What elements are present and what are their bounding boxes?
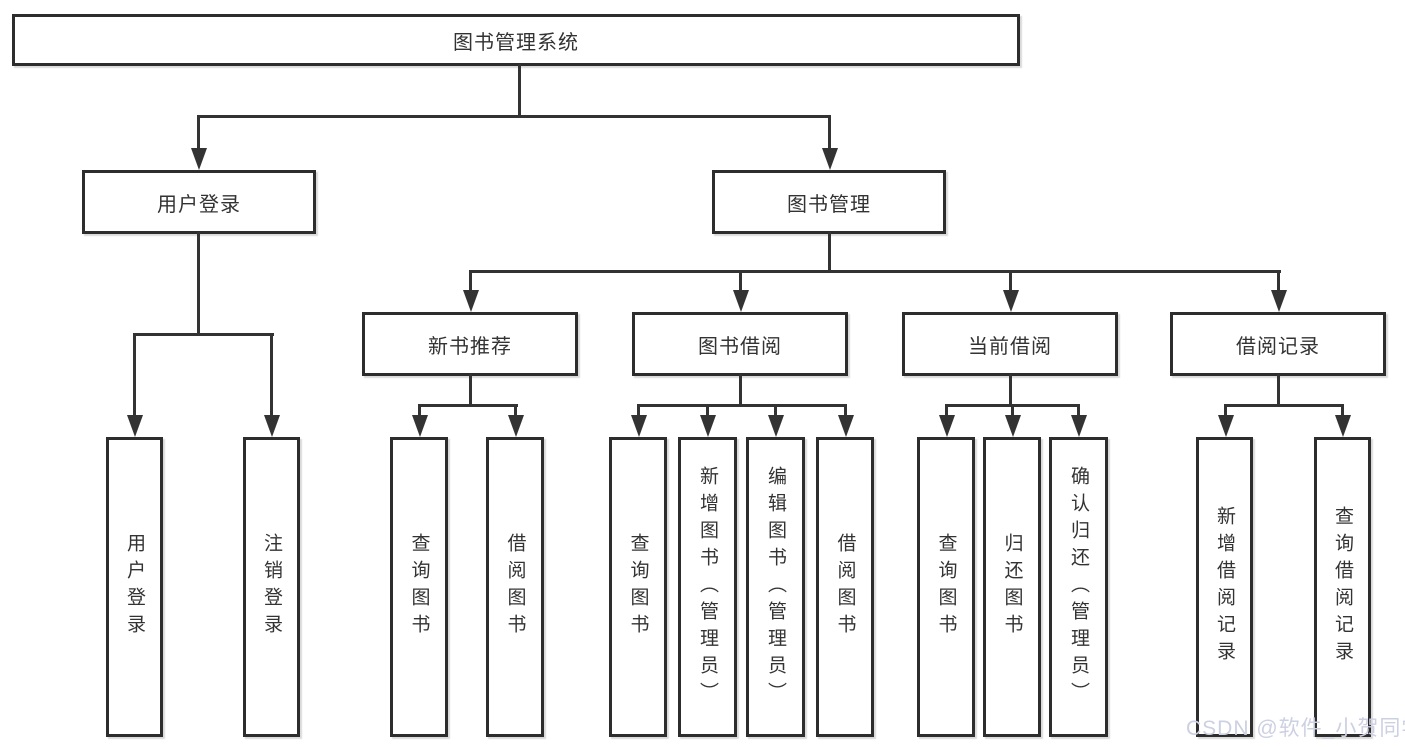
- connector-stem: [1011, 404, 1014, 417]
- node-root: 图书管理系统: [12, 14, 1020, 66]
- leaf-logout: 注销登录: [243, 437, 300, 737]
- arrowhead-down-icon: [1218, 415, 1234, 437]
- connector-stem: [1277, 270, 1280, 292]
- connector-hbar: [1224, 404, 1344, 407]
- arrowhead-down-icon: [127, 415, 143, 437]
- connector-stem: [197, 115, 200, 152]
- connector-stem: [844, 404, 847, 417]
- arrowhead-down-icon: [700, 415, 716, 437]
- arrowhead-down-icon: [822, 148, 838, 170]
- connector-root-vline: [518, 64, 521, 118]
- arrowhead-down-icon: [191, 148, 207, 170]
- connector-vline: [739, 374, 742, 407]
- arrowhead-down-icon: [1005, 415, 1021, 437]
- connector-stem: [637, 404, 640, 417]
- connector-book-mgmt-vline: [828, 232, 831, 273]
- leaf-return-books: 归还图书: [983, 437, 1041, 737]
- connector-book-mgmt-hbar: [469, 270, 1281, 273]
- connector-stem: [133, 333, 136, 417]
- arrowhead-down-icon: [412, 415, 428, 437]
- leaf-query-borrow-record: 查询借阅记录: [1314, 437, 1371, 737]
- connector-vline: [1277, 374, 1280, 407]
- connector-stem: [1224, 404, 1227, 417]
- connector-stem: [270, 333, 273, 417]
- connector-user-login-hbar: [133, 333, 274, 336]
- connector-vline: [469, 374, 472, 407]
- leaf-query-books-current: 查询图书: [917, 437, 975, 737]
- node-book-management: 图书管理: [712, 170, 946, 234]
- connector-vline: [1009, 374, 1012, 407]
- arrowhead-down-icon: [463, 290, 479, 312]
- node-book-borrowing: 图书借阅: [632, 312, 848, 376]
- connector-stem: [418, 404, 421, 417]
- connector-stem: [739, 270, 742, 292]
- arrowhead-down-icon: [1071, 415, 1087, 437]
- node-current-borrowing: 当前借阅: [902, 312, 1118, 376]
- connector-stem: [1077, 404, 1080, 417]
- arrowhead-down-icon: [264, 415, 280, 437]
- node-new-book-recommend: 新书推荐: [362, 312, 578, 376]
- leaf-edit-book-admin: 编辑图书（管理员）: [746, 437, 805, 737]
- connector-user-login-vline: [197, 232, 200, 336]
- connector-stem: [774, 404, 777, 417]
- connector-stem: [706, 404, 709, 417]
- connector-stem: [514, 404, 517, 417]
- leaf-user-login: 用户登录: [106, 437, 163, 737]
- node-borrowing-records: 借阅记录: [1170, 312, 1386, 376]
- connector-stem: [945, 404, 948, 417]
- arrowhead-down-icon: [1271, 290, 1287, 312]
- csdn-watermark: CSDN @软件_小贺同学: [1186, 717, 1405, 740]
- connector-root-hbar: [197, 115, 831, 118]
- connector-hbar: [637, 404, 847, 407]
- arrowhead-down-icon: [733, 290, 749, 312]
- leaf-add-borrow-record: 新增借阅记录: [1196, 437, 1253, 737]
- arrowhead-down-icon: [1003, 290, 1019, 312]
- node-user-login: 用户登录: [82, 170, 316, 234]
- connector-stem: [1341, 404, 1344, 417]
- arrowhead-down-icon: [1335, 415, 1351, 437]
- leaf-borrow-books-recommend: 借阅图书: [486, 437, 544, 737]
- arrowhead-down-icon: [838, 415, 854, 437]
- connector-stem: [1009, 270, 1012, 292]
- arrowhead-down-icon: [631, 415, 647, 437]
- arrowhead-down-icon: [508, 415, 524, 437]
- connector-stem: [469, 270, 472, 292]
- leaf-query-books-recommend: 查询图书: [390, 437, 448, 737]
- leaf-add-book-admin: 新增图书（管理员）: [678, 437, 737, 737]
- leaf-query-books-borrowing: 查询图书: [609, 437, 667, 737]
- leaf-confirm-return-admin: 确认归还（管理员）: [1049, 437, 1108, 737]
- arrowhead-down-icon: [768, 415, 784, 437]
- connector-hbar: [418, 404, 518, 407]
- connector-stem: [828, 115, 831, 152]
- leaf-borrow-books-borrowing: 借阅图书: [816, 437, 874, 737]
- arrowhead-down-icon: [939, 415, 955, 437]
